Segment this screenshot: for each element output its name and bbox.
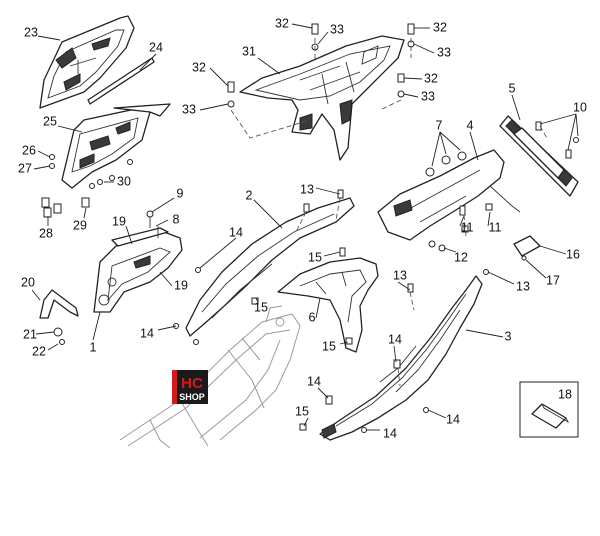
fasteners-13-14-15 <box>173 189 489 433</box>
callout-32: 32 <box>192 60 206 74</box>
callout-19: 19 <box>112 214 126 228</box>
callout-29: 29 <box>73 218 87 232</box>
callout-14: 14 <box>140 326 154 340</box>
callout-13: 13 <box>393 268 407 282</box>
part-25-seat-base <box>61 103 171 189</box>
callout-18: 18 <box>558 387 572 401</box>
callout-7: 7 <box>436 118 443 132</box>
part-18-box <box>519 381 579 438</box>
callout-32: 32 <box>433 20 447 34</box>
callout-22: 22 <box>32 344 46 358</box>
callout-30: 30 <box>117 174 131 188</box>
callout-1: 1 <box>90 340 97 354</box>
part-3-tail-panel <box>319 275 483 441</box>
assembly-dash-lines <box>295 125 549 387</box>
callout-33: 33 <box>437 45 451 59</box>
callout-33: 33 <box>182 102 196 116</box>
fasteners-26-27-30 <box>49 154 133 189</box>
assembly-dash-lines-top <box>230 38 412 139</box>
callout-21: 21 <box>23 327 37 341</box>
callout-13: 13 <box>516 279 530 293</box>
callout-14: 14 <box>307 374 321 388</box>
callout-19: 19 <box>174 278 188 292</box>
part-6-inner-fender <box>277 257 379 353</box>
callout-17: 17 <box>546 273 560 287</box>
callout-10: 10 <box>573 100 587 114</box>
callout-14: 14 <box>446 412 460 426</box>
callout-32: 32 <box>275 16 289 30</box>
callout-14: 14 <box>388 332 402 346</box>
callout-4: 4 <box>467 118 474 132</box>
callout-14: 14 <box>229 225 243 239</box>
callout-13: 13 <box>300 182 314 196</box>
part-5-plate-holder <box>499 115 579 197</box>
callout-15: 15 <box>308 250 322 264</box>
callout-16: 16 <box>566 247 580 261</box>
leader-lines <box>31 23 579 431</box>
parts-21-22-nut <box>53 327 65 345</box>
callout-5: 5 <box>509 81 516 95</box>
part-31-grab-rack <box>239 35 405 161</box>
callout-11: 11 <box>461 220 474 234</box>
callout-26: 26 <box>22 143 36 157</box>
callout-33: 33 <box>421 89 435 103</box>
callout-27: 27 <box>18 161 32 175</box>
callout-28: 28 <box>39 226 53 240</box>
part-1-bracket <box>93 210 183 313</box>
part-24-strip <box>87 57 155 105</box>
callout-25: 25 <box>43 114 57 128</box>
callout-23: 23 <box>24 25 38 39</box>
callout-3: 3 <box>505 329 512 343</box>
callout-14: 14 <box>383 426 397 440</box>
callout-32: 32 <box>424 71 438 85</box>
callout-15: 15 <box>322 339 336 353</box>
watermark-line1: HC <box>181 375 203 392</box>
part-2-side-panel <box>185 197 355 337</box>
callout-20: 20 <box>21 275 35 289</box>
callout-33: 33 <box>330 22 344 36</box>
hc-shop-watermark: HC SHOP <box>172 370 208 404</box>
callout-15: 15 <box>295 404 309 418</box>
callout-11: 11 <box>489 220 502 234</box>
callout-12: 12 <box>454 250 468 264</box>
callout-24: 24 <box>149 40 163 54</box>
callout-6: 6 <box>309 310 316 324</box>
fasteners-28-29 <box>41 197 90 218</box>
part-16-reflector <box>513 235 541 261</box>
callout-31: 31 <box>242 44 256 58</box>
part-4-plate-arm <box>377 149 521 241</box>
part-7-grommets <box>425 151 467 177</box>
callout-8: 8 <box>173 212 180 226</box>
callout-2: 2 <box>246 188 253 202</box>
part-23-seat-cowl <box>39 15 135 109</box>
callout-15: 15 <box>254 300 268 314</box>
callout-9: 9 <box>177 186 184 200</box>
watermark-line2: SHOP <box>179 392 205 402</box>
part-20-reflector <box>39 289 79 319</box>
